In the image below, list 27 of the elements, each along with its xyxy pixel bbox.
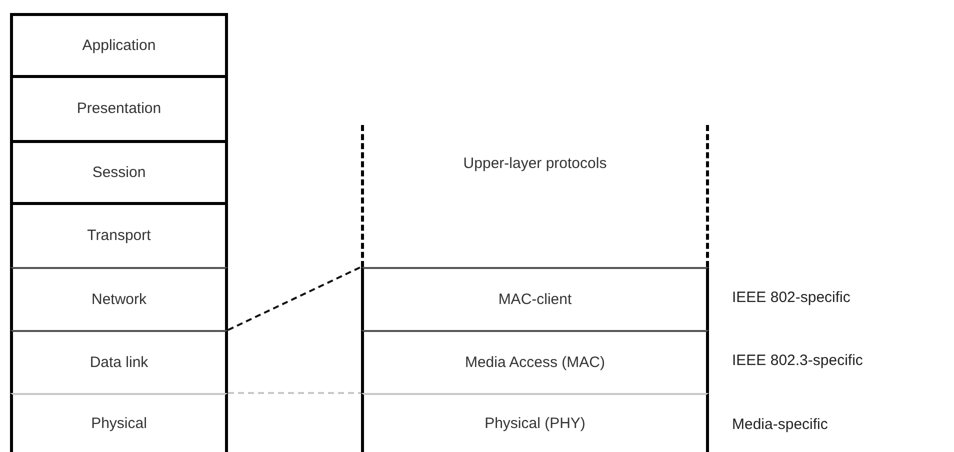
layer-box	[361, 267, 709, 330]
dashed-connector	[228, 392, 361, 394]
layer-label: Physical	[91, 414, 147, 434]
layer-box	[10, 75, 228, 140]
layer-label: Network	[91, 290, 146, 310]
dashed-connector	[228, 266, 362, 331]
layer-label: Physical (PHY)	[484, 414, 586, 434]
layer-label: Presentation	[76, 99, 162, 119]
layer-label: Session	[92, 162, 146, 182]
scope-note: IEEE 802-specific	[732, 288, 850, 308]
layer-box	[10, 330, 228, 393]
protocol-region	[361, 125, 709, 267]
layer-label: Transport	[87, 226, 151, 246]
layer-label: Data link	[90, 352, 148, 372]
layer-label: Upper-layer protocols	[463, 154, 607, 174]
layer-box	[361, 393, 709, 452]
layer-label: Media Access (MAC)	[464, 352, 606, 372]
layer-box	[361, 330, 709, 393]
layer-box	[10, 140, 228, 202]
layer-box	[10, 267, 228, 330]
layer-box	[10, 393, 228, 452]
layer-label: Application	[82, 36, 156, 56]
layer-box	[10, 13, 228, 75]
scope-note: Media-specific	[732, 415, 828, 435]
scope-note: IEEE 802.3-specific	[732, 351, 863, 371]
layer-box	[10, 202, 228, 267]
layer-label: MAC-client	[498, 290, 572, 310]
